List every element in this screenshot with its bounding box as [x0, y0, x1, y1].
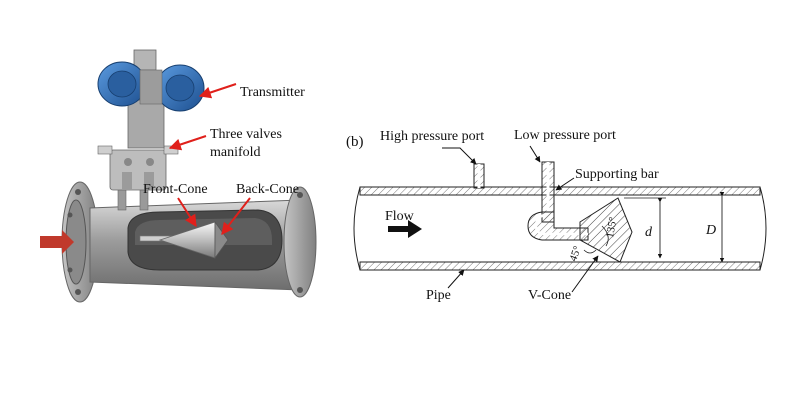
- manifold-label-line1: Three valves: [210, 127, 282, 142]
- back-cone-label: Back-Cone: [236, 182, 299, 197]
- angle-135-label: 135°: [604, 216, 619, 239]
- pipe-left-break: [353, 186, 361, 271]
- back-cone-callout-arrow: [221, 197, 251, 235]
- right-flange: [283, 186, 317, 298]
- v-cone-leader: [571, 255, 599, 293]
- lower-pipe-wall: [359, 261, 761, 271]
- front-cone-callout-arrow: [177, 197, 197, 228]
- low-pressure-port-label: Low pressure port: [514, 128, 616, 143]
- transmitter-head: [97, 49, 205, 149]
- front-cone-label: Front-Cone: [143, 182, 208, 197]
- upper-pipe-wall: [359, 186, 761, 196]
- flow-label: Flow: [385, 209, 415, 224]
- manifold-label-line2: manifold: [210, 145, 261, 160]
- angle-135-arc: [601, 225, 609, 247]
- left-flange: [61, 181, 99, 303]
- pipe-right-break: [759, 186, 767, 271]
- cone-diameter-label: d: [645, 225, 653, 240]
- flowmeter-illustration: Transmitter Three valves manifold Front-…: [40, 49, 317, 303]
- cone-diameter-dimension: [620, 197, 666, 263]
- pipe-leader: [447, 269, 465, 289]
- angle-45-arc: [583, 249, 597, 254]
- transmitter-label: Transmitter: [240, 85, 305, 100]
- angle-45-label: 45°: [567, 244, 584, 263]
- supporting-bar-leader: [555, 177, 575, 191]
- low-pressure-leader: [529, 145, 541, 163]
- v-cone-shape: [579, 197, 633, 263]
- pipe-label: Pipe: [426, 288, 451, 303]
- high-pressure-port: [473, 163, 485, 189]
- manifold-callout-arrow: [168, 135, 207, 151]
- inlet-flow-arrow: [40, 230, 74, 254]
- high-pressure-port-label: High pressure port: [380, 129, 484, 144]
- pipe-diameter-label: D: [705, 223, 716, 238]
- high-pressure-leader: [442, 147, 477, 165]
- v-cone-label: V-Cone: [528, 288, 571, 303]
- schematic-cross-section: (b) 45° 135°: [346, 128, 767, 303]
- transmitter-callout-arrow: [198, 83, 237, 99]
- panel-label: (b): [346, 134, 364, 150]
- flow-arrow: [388, 220, 422, 238]
- low-pressure-port: [541, 161, 555, 223]
- supporting-bar-label: Supporting bar: [575, 167, 659, 182]
